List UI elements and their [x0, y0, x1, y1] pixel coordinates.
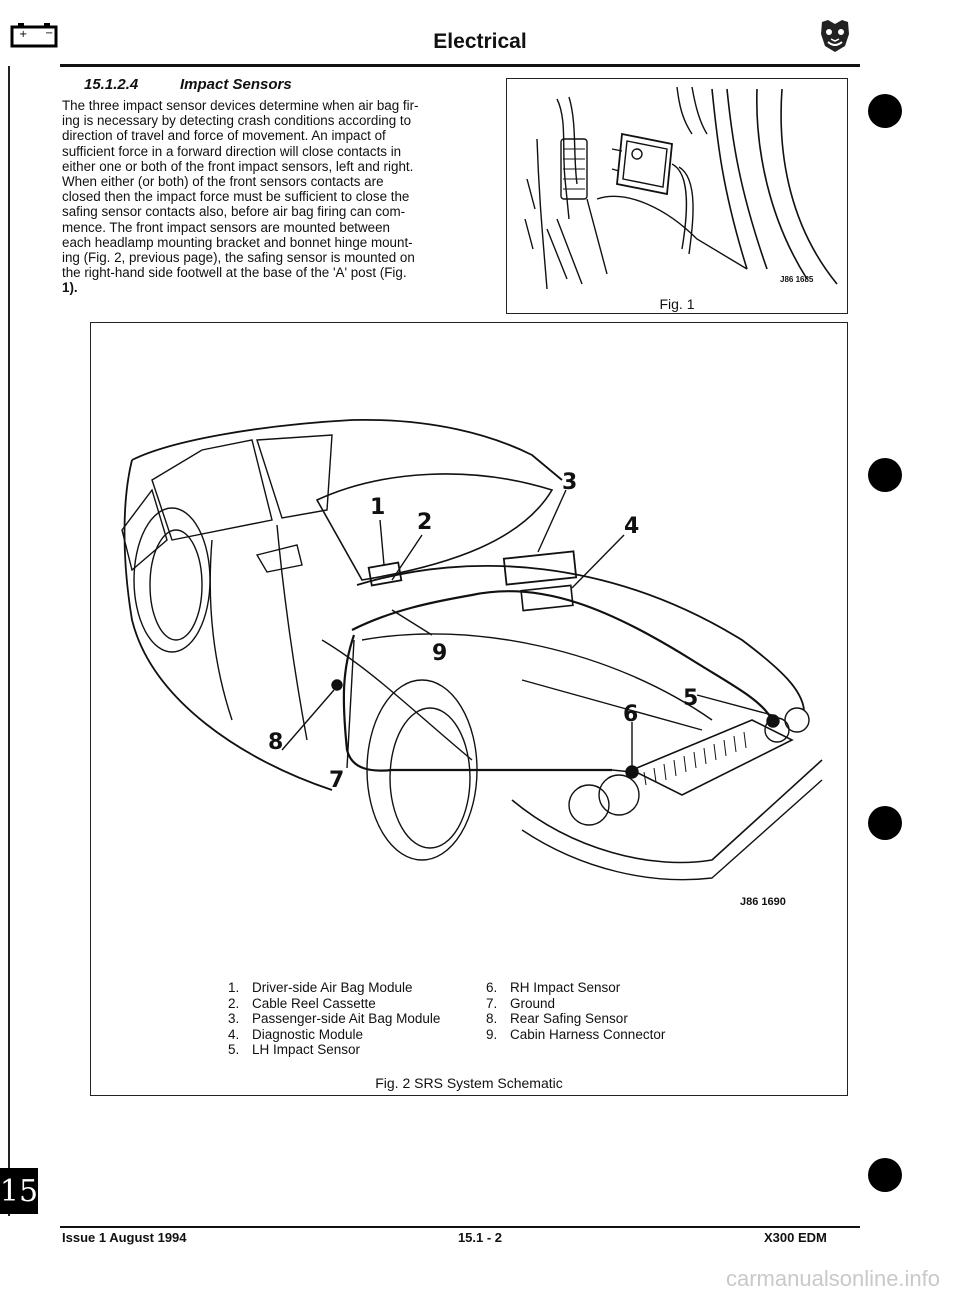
- callout-6: 6: [623, 702, 639, 727]
- section-title: Impact Sensors: [180, 76, 292, 93]
- left-margin-rule: [8, 66, 10, 1216]
- figure-2-reference: J86 1690: [740, 896, 786, 908]
- body-line: safing sensor contacts also, before air …: [62, 204, 406, 220]
- footer-issue-date: Issue 1 August 1994: [62, 1230, 187, 1245]
- callout-3: 3: [562, 470, 578, 495]
- legend-item: 9.Cabin Harness Connector: [486, 1026, 666, 1042]
- legend-item: 1.Driver-side Air Bag Module: [228, 980, 413, 995]
- figure-1-safing-sensor-illustration: [524, 86, 838, 290]
- body-paragraph: The three impact sensor devices determin…: [62, 98, 474, 296]
- figure-2-caption: Fig. 2 SRS System Schematic: [375, 1075, 563, 1091]
- binding-hole-dot: [868, 458, 902, 492]
- page-header-title: Electrical: [433, 30, 527, 53]
- body-line: direction of travel and force of movemen…: [62, 128, 386, 144]
- body-line: When either (or both) of the front senso…: [62, 174, 384, 190]
- footer-page-number: 15.1 - 2: [457, 1230, 503, 1245]
- body-line: mence. The front impact sensors are moun…: [62, 219, 390, 235]
- body-line: the right-hand side footwell at the base…: [62, 265, 407, 281]
- jaguar-emblem-icon: [821, 20, 849, 52]
- figure-2-legend-left: 1.Driver-side Air Bag Module 2.Cable Ree…: [228, 980, 440, 1058]
- legend-item: 7.Ground: [486, 995, 556, 1011]
- figure-2-frame: [90, 322, 848, 1096]
- body-line: 1).: [62, 280, 78, 296]
- svg-text:−: −: [45, 28, 53, 39]
- callout-1: 1: [370, 495, 386, 520]
- callout-9: 9: [432, 641, 448, 666]
- figure-1-reference: J86 1685: [780, 275, 814, 284]
- figure-2-car-srs-illustration: [121, 418, 823, 881]
- figure-1-caption: Fig. 1: [659, 296, 695, 312]
- header-rule: [60, 64, 860, 67]
- legend-item: 5.LH Impact Sensor: [228, 1042, 361, 1057]
- footer-document-id: X300 EDM: [764, 1230, 827, 1245]
- battery-icon: + −: [10, 23, 58, 48]
- callout-8: 8: [268, 730, 284, 755]
- binding-hole-dot: [868, 94, 902, 128]
- legend-item: 4.Diagnostic Module: [228, 1026, 364, 1042]
- chapter-tab: 15: [0, 1168, 38, 1214]
- svg-text:+: +: [19, 29, 27, 40]
- body-line: either one or both of the front impact s…: [62, 158, 414, 174]
- body-line: ing (Fig. 2, previous page), the safing …: [62, 250, 415, 266]
- callout-2: 2: [417, 510, 433, 535]
- callout-4: 4: [624, 514, 640, 539]
- legend-item: 6.RH Impact Sensor: [486, 980, 621, 995]
- figure-2-legend-right: 6.RH Impact Sensor 7.Ground 8.Rear Safin…: [486, 980, 665, 1042]
- binding-hole-dot: [868, 1158, 902, 1192]
- callout-7: 7: [329, 768, 345, 793]
- legend-item: 3.Passenger-side Ait Bag Module: [228, 1011, 441, 1026]
- legend-item: 2.Cable Reel Cassette: [228, 995, 376, 1011]
- binding-hole-dot: [868, 806, 902, 840]
- body-line: ing is necessary by detecting crash cond…: [62, 113, 412, 129]
- body-line: closed then the impact force must be suf…: [62, 189, 410, 205]
- body-line: The three impact sensor devices determin…: [62, 98, 419, 113]
- figure-1-frame: [506, 78, 848, 314]
- callout-5: 5: [683, 686, 699, 711]
- section-number: 15.1.2.4: [84, 76, 139, 93]
- body-line: each headlamp mounting bracket and bonne…: [62, 234, 413, 250]
- footer-rule: [60, 1226, 860, 1228]
- watermark: carmanualsonline.info: [726, 1266, 941, 1291]
- legend-item: 8.Rear Safing Sensor: [486, 1011, 628, 1026]
- body-line: sufficient force in a forward direction …: [62, 143, 402, 159]
